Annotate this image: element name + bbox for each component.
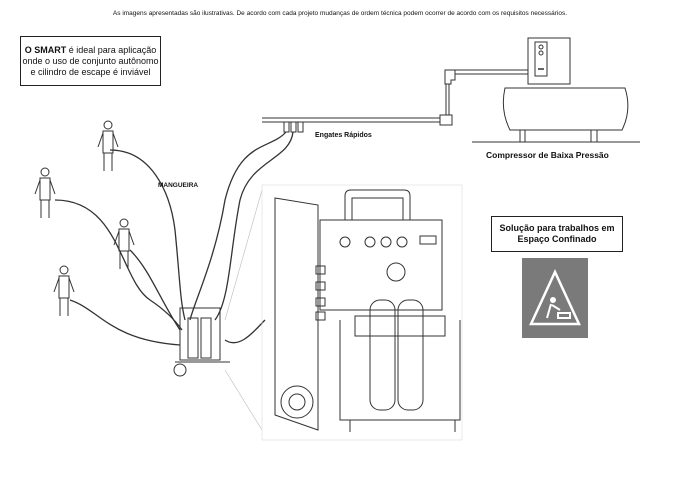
hose-label: MANGUEIRA xyxy=(158,182,199,189)
compressor xyxy=(262,37,640,143)
quick-couplings-label: Engates Rápidos xyxy=(315,132,372,139)
confined-space-sign xyxy=(522,258,588,338)
small-machine xyxy=(173,307,230,377)
info-box-bold: O SMART xyxy=(24,44,67,55)
info-box: O SMART é ideal para aplicação onde o us… xyxy=(20,36,161,86)
hoses xyxy=(54,131,294,346)
info-box-text: é ideal para aplicação onde o uso de con… xyxy=(22,44,159,77)
solution-box: Solução para trabalhos em Espaço Confina… xyxy=(491,216,623,252)
large-machine xyxy=(274,189,461,432)
confined-space-worker-icon xyxy=(529,269,581,326)
compressor-label: Compressor de Baixa Pressão xyxy=(486,150,609,160)
quick-couplings xyxy=(283,121,304,133)
disclaimer-text: As imagens apresentadas são ilustrativas… xyxy=(112,10,568,17)
workers xyxy=(34,120,135,316)
